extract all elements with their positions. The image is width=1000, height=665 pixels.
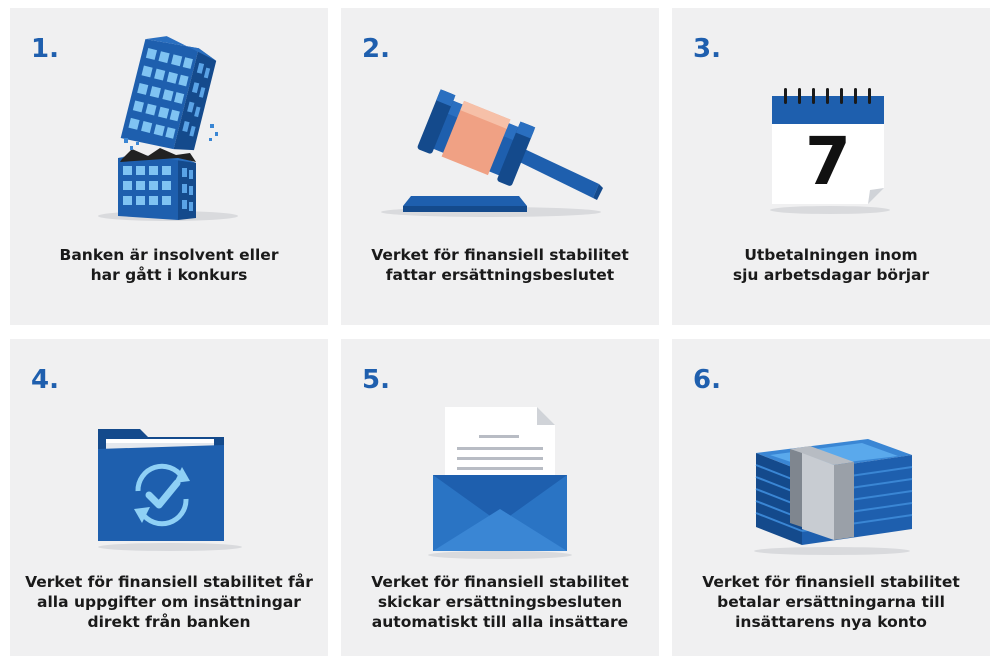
calendar-icon (770, 88, 890, 214)
step-caption: Verket för finansiell stabilitet fattar … (371, 246, 629, 284)
step-caption: Verket för finansiell stabilitet betalar… (702, 573, 960, 631)
folder-sync-icon (98, 429, 242, 551)
money-stack-icon (754, 439, 913, 555)
step-number: 1. (31, 34, 59, 64)
envelope-letter-icon (428, 407, 572, 559)
step-caption: Verket för finansiell stabilitet skickar… (371, 573, 629, 631)
collapsing-building-icon (98, 36, 238, 221)
gavel-icon (381, 89, 603, 217)
step-caption: Verket för finansiell stabilitet får all… (25, 573, 313, 631)
step-number: 2. (362, 34, 390, 64)
step-panel-6: 6. Verket för finans (672, 339, 990, 656)
calendar-day: 7 (805, 123, 851, 200)
step-number: 5. (362, 365, 390, 395)
step-panel-2: 2. Verket för finansiell stabilitet (341, 8, 659, 325)
step-panel-3: 3. 7 Utbetalningen inom sju arbetsdagar … (672, 8, 990, 325)
step-caption: Utbetalningen inom sju arbetsdagar börja… (732, 246, 930, 284)
step-panel-5: 5. Verket för finansiell (341, 339, 659, 656)
step-number: 6. (693, 365, 721, 395)
step-panel-1: 1. (10, 8, 328, 325)
step-number: 4. (31, 365, 59, 395)
step-number: 3. (693, 34, 721, 64)
step-panel-4: 4. Verket för finansiell stabilitet får … (10, 339, 328, 656)
step-caption: Banken är insolvent eller har gått i kon… (59, 246, 279, 284)
